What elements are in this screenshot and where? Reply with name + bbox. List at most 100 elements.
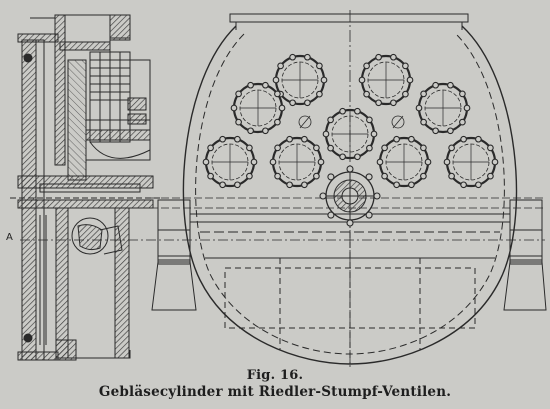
- valve-bolt: [274, 90, 281, 98]
- valve-bolt: [415, 104, 423, 112]
- left-foot: [151, 261, 197, 311]
- valve-bolt: [459, 118, 466, 126]
- valve-bolt: [304, 53, 311, 61]
- lower-valve: [71, 217, 109, 255]
- valve-bolt: [339, 107, 346, 115]
- valve-bolt: [230, 104, 238, 112]
- hub-bolt: [365, 211, 373, 219]
- valve-bolt: [393, 181, 400, 189]
- hub-bolt: [319, 192, 327, 200]
- valve-bolt: [393, 135, 400, 143]
- valve-bolt: [460, 135, 467, 143]
- valve-bolt: [246, 144, 253, 152]
- valve-bolt: [277, 62, 284, 70]
- valve-bolt: [320, 76, 328, 84]
- valve-bolt: [460, 181, 467, 189]
- valve-bolt: [381, 172, 388, 180]
- valve-bolt: [234, 181, 241, 189]
- valve-bolt: [408, 181, 415, 189]
- valve-bolt: [316, 90, 323, 98]
- valve-rosette: [358, 53, 414, 107]
- valve-bolt: [219, 181, 226, 189]
- valve-bolt: [448, 172, 455, 180]
- valve-bolt: [207, 144, 214, 152]
- valve-bolt: [354, 107, 361, 115]
- valve-bolt: [234, 135, 241, 143]
- valve-bolt: [235, 118, 242, 126]
- top-flange: [229, 13, 469, 23]
- valve-bolt: [432, 127, 439, 135]
- valve-bolt: [420, 118, 427, 126]
- valve-bolt: [475, 135, 482, 143]
- valve-bolt: [363, 90, 370, 98]
- valve-rosette: [322, 107, 378, 161]
- valve-bolt: [219, 135, 226, 143]
- hub-bolt: [346, 219, 354, 227]
- valve-bolt: [327, 144, 334, 152]
- valve-bolt: [316, 62, 323, 70]
- valve-bolt: [235, 90, 242, 98]
- valve-bolt: [354, 153, 361, 161]
- valve-bolt: [447, 127, 454, 135]
- valve-bolt: [274, 172, 281, 180]
- valve-bolt: [278, 104, 286, 112]
- valve-bolt: [491, 158, 499, 166]
- valve-rosette: [202, 135, 258, 189]
- center-lines: [20, 197, 545, 241]
- hub-bolt: [373, 192, 381, 200]
- sectional-view: [10, 14, 160, 361]
- valve-rosette: [269, 135, 325, 189]
- valve-bolt: [363, 62, 370, 70]
- valve-bolt: [475, 181, 482, 189]
- valve-bolt: [301, 181, 308, 189]
- valve-bolt: [286, 135, 293, 143]
- valve-bolt: [408, 135, 415, 143]
- figure-number: Fig. 16.: [246, 368, 304, 383]
- valve-bolt: [250, 158, 258, 166]
- valve-bolt: [402, 90, 409, 98]
- valve-bolt: [339, 153, 346, 161]
- valve-bolt: [247, 81, 254, 89]
- valve-bolt: [289, 53, 296, 61]
- hub-bolt: [346, 165, 354, 173]
- valve-bolt: [327, 116, 334, 124]
- valve-bolt: [459, 90, 466, 98]
- valve-bolt: [424, 158, 432, 166]
- valve-spring-stack: [89, 51, 147, 143]
- valve-bolt: [269, 158, 277, 166]
- right-foot: [503, 261, 547, 311]
- valve-bolt: [313, 144, 320, 152]
- valve-bolt: [390, 53, 397, 61]
- valve-bolt: [370, 130, 378, 138]
- valve-bolt: [420, 144, 427, 152]
- valve-bolt: [247, 127, 254, 135]
- valve-bolt: [304, 99, 311, 107]
- piston-rod: [17, 175, 154, 189]
- valve-bolt: [420, 90, 427, 98]
- valve-bolt: [366, 116, 373, 124]
- valve-bolt: [286, 181, 293, 189]
- axis-label-a: A: [6, 232, 13, 243]
- valve-bolt: [487, 172, 494, 180]
- valve-bolt: [432, 81, 439, 89]
- valve-bolt: [381, 144, 388, 152]
- valve-bolt: [322, 130, 330, 138]
- figure-caption: Gebläsecylinder mit Riedler-Stumpf-Venti…: [98, 384, 452, 400]
- valve-bolt: [448, 144, 455, 152]
- valve-bolt: [272, 76, 280, 84]
- valve-bolt: [289, 99, 296, 107]
- valve-bolt: [375, 99, 382, 107]
- valve-bolt: [487, 144, 494, 152]
- valve-bolt: [262, 127, 269, 135]
- valve-rosette: [230, 81, 286, 135]
- valve-bolt: [246, 172, 253, 180]
- valve-bolt: [262, 81, 269, 89]
- valve-rosette: [376, 135, 432, 189]
- valve-bolt: [420, 172, 427, 180]
- valve-bolt: [274, 118, 281, 126]
- guide-marks: [298, 115, 405, 129]
- valve-bolt: [207, 172, 214, 180]
- valve-bolt: [358, 76, 366, 84]
- valve-bolt: [375, 53, 382, 61]
